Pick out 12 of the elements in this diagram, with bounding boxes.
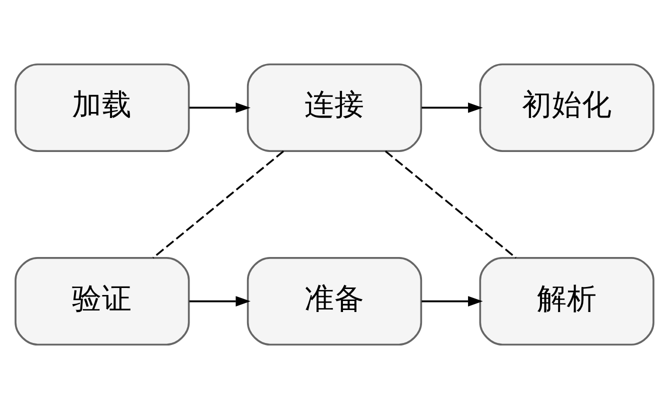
node-box: 加载 bbox=[14, 63, 190, 152]
arrow bbox=[189, 296, 250, 306]
node-box: 连接 bbox=[246, 63, 422, 152]
connector bbox=[152, 150, 284, 259]
arrow bbox=[422, 296, 483, 306]
node-box: 解析 bbox=[479, 257, 654, 346]
node-box: 准备 bbox=[246, 257, 422, 346]
node-box: 初始化 bbox=[479, 63, 654, 152]
connector bbox=[384, 150, 517, 259]
node-box: 验证 bbox=[14, 257, 190, 346]
arrow bbox=[422, 102, 483, 113]
arrow bbox=[189, 102, 250, 113]
